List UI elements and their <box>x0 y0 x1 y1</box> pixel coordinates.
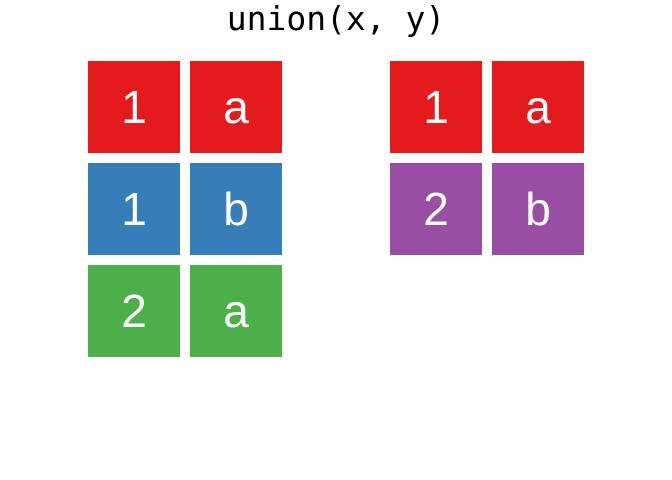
table-x: 1 a 1 b 2 a <box>88 61 282 357</box>
table-y-row1-key-cell: 1 <box>390 61 482 153</box>
table-x-row3-key-cell: 2 <box>88 265 180 357</box>
table-x-row1-value-cell: a <box>190 61 282 153</box>
table-y-row1-value-cell: a <box>492 61 584 153</box>
table-x-row2-key-cell: 1 <box>88 163 180 255</box>
table-y-row2-value-cell: b <box>492 163 584 255</box>
table-y: 1 a 2 b <box>390 61 584 255</box>
diagram-title: union(x, y) <box>226 0 446 38</box>
table-x-row2-value-cell: b <box>190 163 282 255</box>
table-y-row2-key-cell: 2 <box>390 163 482 255</box>
table-x-row1-key-cell: 1 <box>88 61 180 153</box>
table-x-row3-value-cell: a <box>190 265 282 357</box>
